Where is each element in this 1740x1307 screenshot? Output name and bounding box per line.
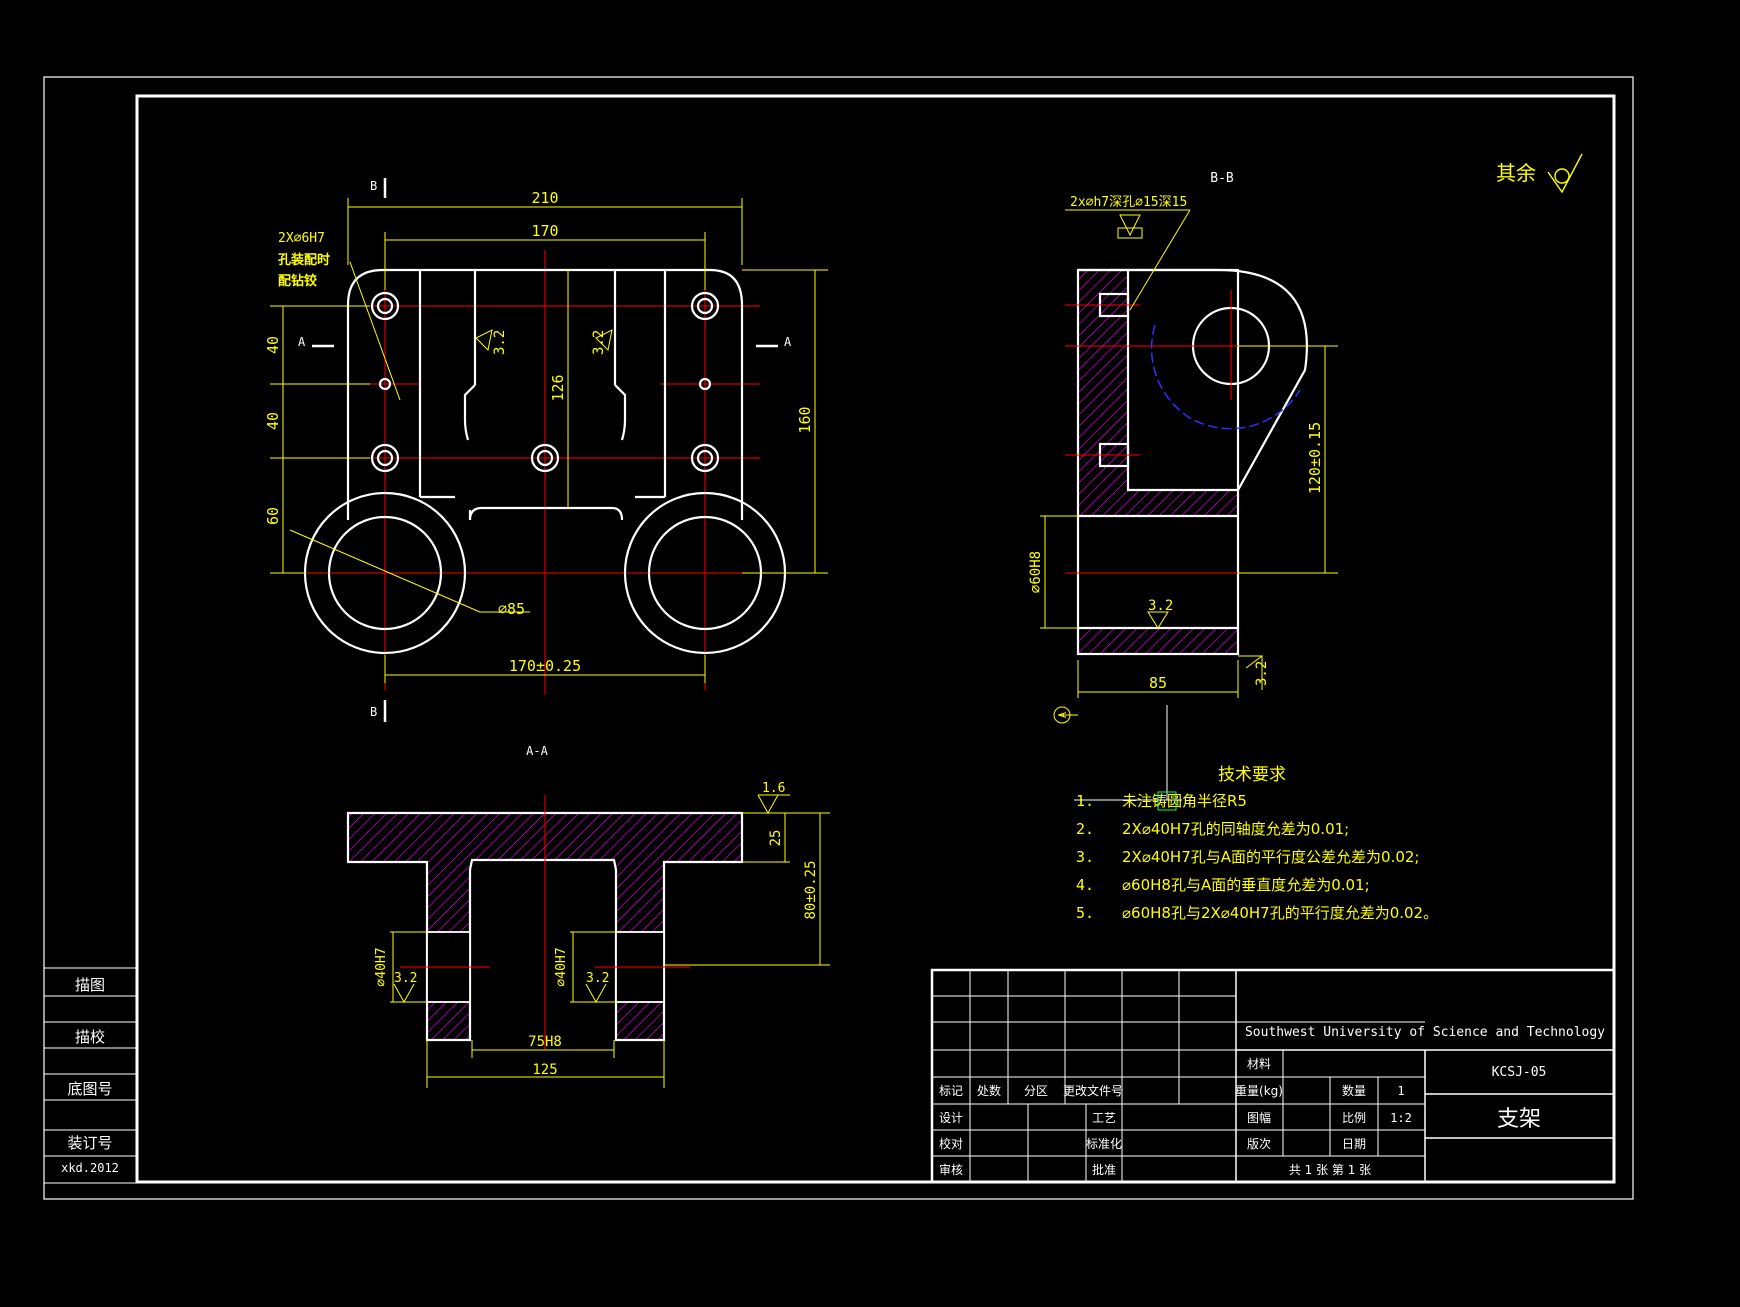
tech-req-no-1: 1.: [1076, 792, 1094, 810]
section-b-top: B: [370, 179, 377, 193]
dim-80: 80±0.25: [803, 860, 819, 919]
stamp-miaojiao: 描校: [75, 1028, 105, 1046]
tb-material-label: 材料: [1247, 1057, 1271, 1071]
dim-phi85: ⌀85: [498, 600, 525, 618]
dim-85: 85: [1149, 674, 1167, 692]
section-bb-view: B-B: [1028, 171, 1338, 811]
hole-note-2: 孔装配时: [278, 252, 330, 268]
stamp-ditu: 底图号: [67, 1080, 112, 1098]
section-a-left: A: [298, 335, 306, 349]
tb-mark-3: 分区: [1024, 1084, 1048, 1098]
stamp-zhuangding: 装订号: [67, 1134, 112, 1152]
dim-25: 25: [768, 830, 784, 847]
bb-hole-note: 2x⌀h7深孔⌀15深15: [1070, 195, 1187, 210]
dim-120: 120±0.15: [1306, 422, 1324, 494]
dim-125: 125: [532, 1062, 557, 1078]
bb-roughness-1: 3.2: [1148, 598, 1173, 614]
roughness-symbol-icon: [1547, 153, 1583, 194]
tb-mark-4: 更改文件号: [1063, 1083, 1123, 1098]
hole-note-1: 2X⌀6H7: [278, 231, 325, 246]
tb-review: 审核: [939, 1162, 963, 1177]
hole-note-3: 配钻铰: [278, 273, 317, 289]
section-a-right: A: [784, 335, 792, 349]
roughness-r1: 3.2: [492, 330, 508, 355]
dim-170: 170: [531, 222, 558, 240]
roughness-r2: 3.2: [591, 330, 607, 355]
tech-req-text-1: 未注铸圆角半径R5: [1122, 792, 1247, 810]
tb-drawing-label: 图幅: [1247, 1110, 1271, 1125]
section-b-bottom: B: [370, 705, 377, 719]
tb-scale-label: 比例: [1342, 1111, 1366, 1125]
dim-base: 170±0.25: [509, 657, 581, 675]
dim-40b: 40: [264, 412, 282, 430]
tech-req-text-2: 2X⌀40H7孔的同轴度允差为0.01;: [1122, 820, 1349, 838]
tb-sheets: 共 1 张 第 1 张: [1289, 1163, 1371, 1177]
tech-req-text-5: ⌀60H8孔与2X⌀40H7孔的平行度允差为0.02。: [1122, 904, 1438, 922]
tb-qty-value: 1: [1397, 1084, 1404, 1098]
tb-design: 设计: [939, 1111, 963, 1125]
dim-phi40-left: ⌀40H7: [374, 947, 389, 986]
aa-roughness-top: 1.6: [762, 781, 785, 796]
dim-60h8: ⌀60H8: [1028, 551, 1044, 593]
aa-roughness-right: 3.2: [586, 971, 609, 986]
tech-req-no-3: 3.: [1076, 848, 1094, 866]
tb-approve: 批准: [1092, 1162, 1116, 1177]
tb-craft: 工艺: [1092, 1111, 1116, 1125]
tech-req-title: 技术要求: [1218, 765, 1286, 785]
title-block: [930, 968, 1616, 1184]
stamp-footer: xkd.2012: [61, 1161, 119, 1175]
front-view: 210 170 126 160 40 40 60 ⌀85 170±0.25 3.…: [264, 178, 828, 722]
tb-weight-label: 重量(kg): [1235, 1084, 1283, 1098]
tb-date-label: 日期: [1342, 1137, 1366, 1151]
side-stamp-table: [43, 967, 138, 1184]
tech-req-text-3: 2X⌀40H7孔与A面的平行度公差允差为0.02;: [1122, 848, 1419, 866]
tb-mark-1: 标记: [939, 1084, 963, 1098]
tech-requirements: 技术要求 1. 未注铸圆角半径R5 2. 2X⌀40H7孔的同轴度允差为0.01…: [1074, 765, 1438, 922]
dim-160: 160: [796, 406, 814, 433]
dim-75h8: 75H8: [528, 1034, 562, 1050]
tech-req-no-4: 4.: [1076, 876, 1094, 894]
stamp-miaotu: 描图: [75, 976, 105, 994]
tb-university: Southwest University of Science and Tech…: [1245, 1025, 1605, 1040]
tb-scale-value: 1:2: [1390, 1111, 1412, 1125]
roughness-note: 其余: [1496, 161, 1536, 185]
outer-frame: [43, 76, 1634, 1200]
tech-req-no-2: 2.: [1076, 820, 1094, 838]
section-bb-title: B-B: [1210, 171, 1234, 186]
inner-frame: [135, 94, 1616, 1184]
aa-roughness-left: 3.2: [394, 971, 417, 986]
tb-qty-label: 数量: [1342, 1083, 1366, 1098]
dim-210: 210: [531, 189, 558, 207]
dim-40a: 40: [264, 336, 282, 354]
tb-drawing-no: KCSJ-05: [1492, 1065, 1547, 1080]
datum-a: A: [1058, 712, 1069, 718]
section-aa-title: A-A: [526, 744, 548, 758]
tb-mark-2: 处数: [977, 1083, 1001, 1098]
tb-standard: 标准化: [1086, 1137, 1122, 1151]
dim-60: 60: [264, 507, 282, 525]
dim-126: 126: [549, 374, 567, 401]
tb-version-label: 版次: [1247, 1137, 1271, 1151]
tech-req-text-4: ⌀60H8孔与A面的垂直度允差为0.01;: [1122, 876, 1370, 894]
bb-roughness-2: 3.2: [1254, 661, 1270, 686]
tb-check: 校对: [939, 1136, 963, 1151]
tb-part-name: 支架: [1497, 1107, 1541, 1132]
dim-phi40-right: ⌀40H7: [554, 947, 569, 986]
tech-req-no-5: 5.: [1076, 904, 1094, 922]
section-aa-view: A-A: [346, 744, 830, 1088]
